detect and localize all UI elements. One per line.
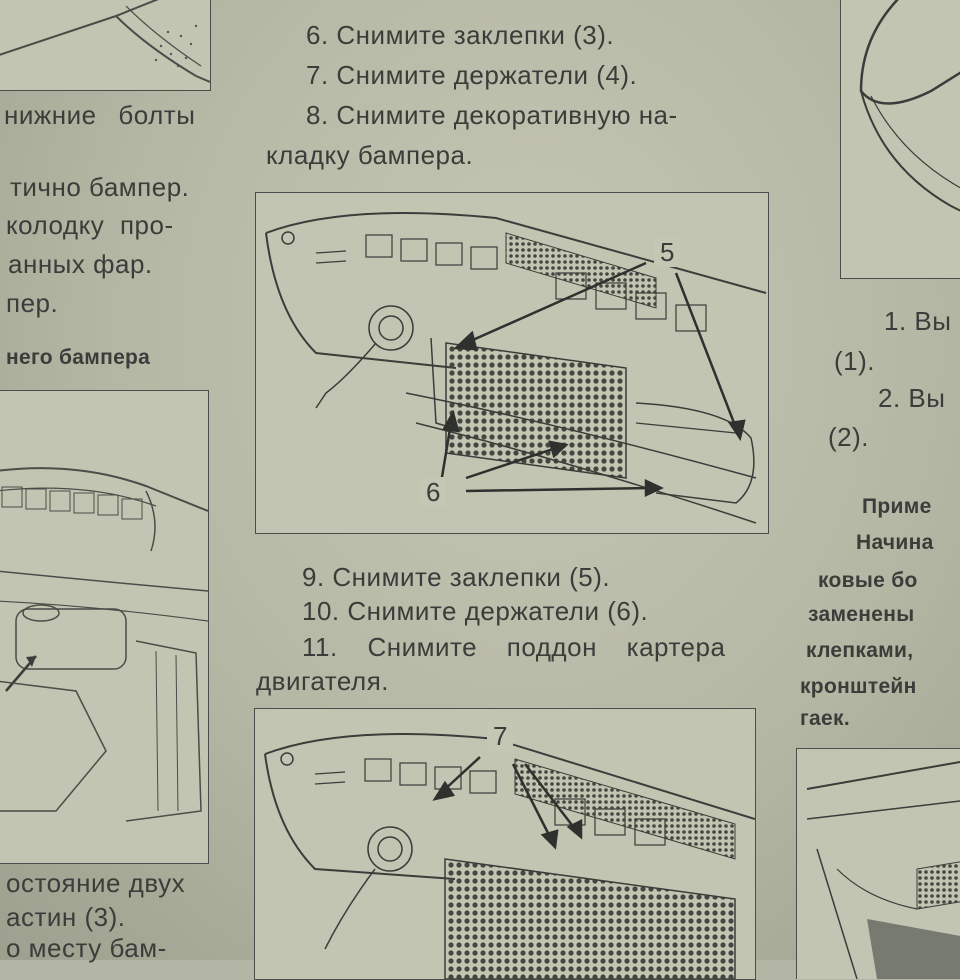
note-line-1: Начина <box>856 531 934 554</box>
step-8-continued: кладку бампера. <box>266 140 474 170</box>
step-9: 9. Снимите заклепки (5). <box>302 562 611 592</box>
left-section-heading: него бампера <box>6 346 151 369</box>
step-6: 6. Снимите заклепки (3). <box>306 20 615 50</box>
figure-1-drawing <box>265 212 767 524</box>
left-bottom-line-3: о месту бам- <box>6 933 167 963</box>
step-8: 8. Снимите декоративную на- <box>306 100 678 130</box>
right-item-1: 1. Вы <box>884 306 952 336</box>
right-item-1-continued: (1). <box>834 346 875 376</box>
note-line-3: заменены <box>808 603 915 626</box>
step-7: 7. Снимите держатели (4). <box>306 60 638 90</box>
step-10: 10. Снимите держатели (6). <box>302 596 649 626</box>
right-bottom-drawing <box>806 760 960 979</box>
right-item-2-continued: (2). <box>828 422 869 452</box>
left-text-line-1: нижние болты <box>4 100 196 130</box>
step-11-continued: двигателя. <box>256 666 389 696</box>
left-bottom-line-1: остояние двух <box>6 868 186 898</box>
right-top-illustration <box>840 0 960 279</box>
left-middle-illustration <box>0 390 209 864</box>
figure-2-callout-7: 7 <box>487 721 514 751</box>
left-text-line-2: тично бампер. <box>10 172 190 202</box>
left-top-illustration <box>0 0 211 91</box>
right-item-2: 2. Вы <box>878 383 946 413</box>
bumper-interior-drawing <box>0 467 208 822</box>
figure-1: 5 6 <box>255 192 769 534</box>
left-bottom-line-2: астин (3). <box>6 902 126 932</box>
note-line-5: кронштейн <box>800 675 917 698</box>
left-top-drawing <box>0 0 210 83</box>
note-heading: Приме <box>862 495 932 518</box>
left-text-line-5: пер. <box>6 288 59 318</box>
step-11: 11. Снимите поддон картера <box>302 632 726 662</box>
left-text-line-3: колодку про- <box>6 210 174 240</box>
figure-1-callout-5: 5 <box>654 237 681 267</box>
bolt-circle <box>281 231 295 245</box>
note-line-2: ковые бо <box>818 569 918 592</box>
left-text-line-4: анных фар. <box>8 249 153 279</box>
figure-2: 7 <box>254 708 756 980</box>
right-bottom-illustration <box>796 748 960 979</box>
note-line-4: клепками, <box>806 639 914 662</box>
figure-2-drawing <box>264 733 755 979</box>
figure-1-callout-6: 6 <box>420 477 447 507</box>
note-line-6: гаек. <box>800 707 850 730</box>
right-top-drawing <box>859 0 960 212</box>
